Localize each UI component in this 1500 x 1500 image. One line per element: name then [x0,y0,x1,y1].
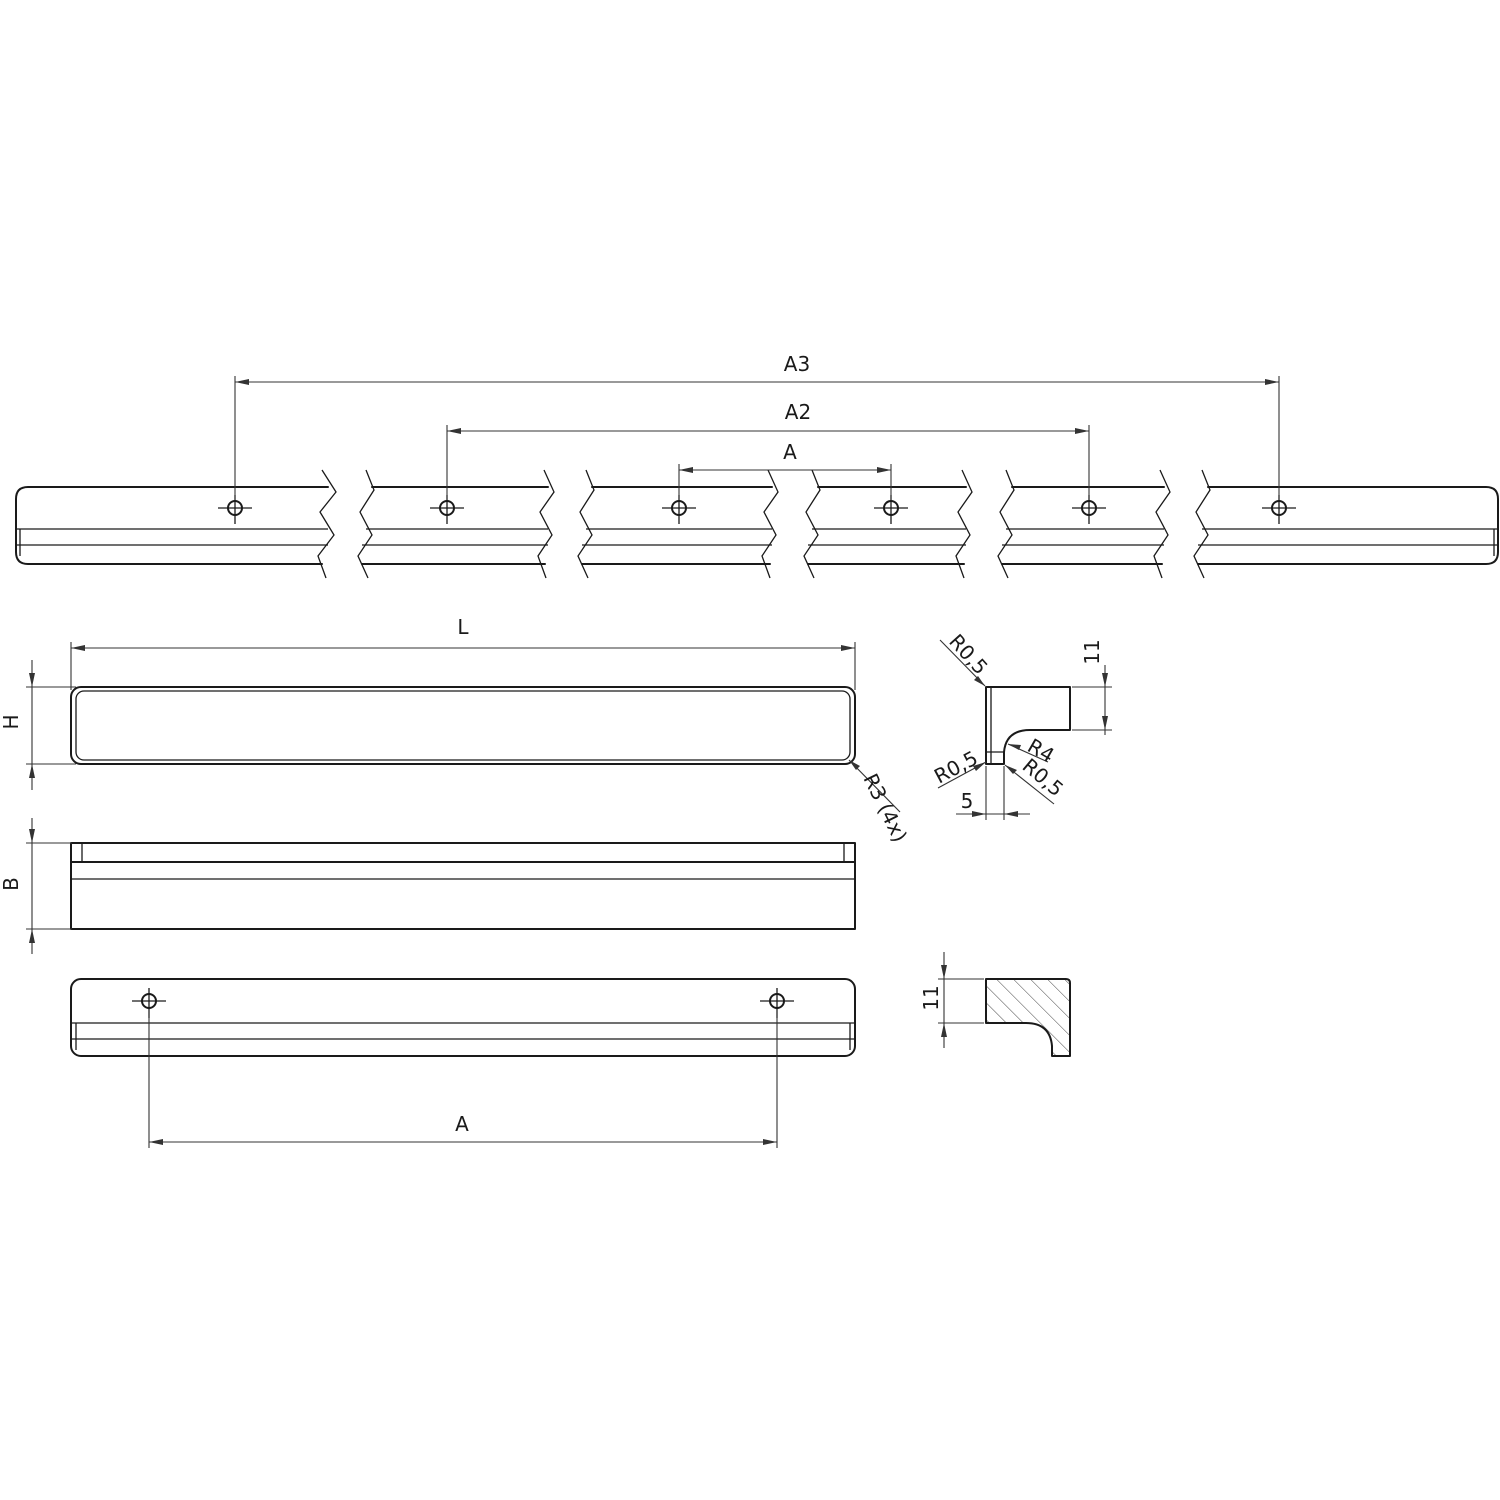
label-a2: A2 [785,400,811,424]
bottom-view: A [70,978,856,1148]
dimension-5: 5 [956,766,1030,820]
bar-segment-2 [357,469,555,579]
dimension-a-bottom: A [148,1010,778,1148]
long-bar-view: A3 A2 A [15,352,1499,579]
label-5: 5 [961,789,974,813]
label-r05-top: R0,5 [944,629,992,679]
radius-r05-top-callout: R0,5 [939,629,993,687]
label-b: B [0,877,23,891]
bar-segment-1 [15,469,337,579]
dimension-a2: A2 [446,400,1090,500]
bar-segment-4 [803,469,973,579]
dimension-a-top: A [678,440,892,500]
label-a-bottom: A [455,1112,469,1136]
label-l: L [457,615,469,639]
front-view: L H R3 (4x) [0,615,912,846]
dimension-11-profile: 11 [1072,639,1112,735]
label-r3: R3 (4x) [859,770,913,846]
dimension-l: L [70,615,856,690]
bar-segment-5 [997,469,1171,579]
label-r05-right: R0,5 [1018,753,1068,801]
dimension-h: H [0,660,76,790]
dimension-b: B [0,818,72,954]
side-view: B [0,818,856,954]
label-h: H [0,714,23,729]
dimension-a3: A3 [234,352,1280,500]
label-a-top: A [783,440,797,464]
radius-r05-right-callout: R0,5 [1004,753,1068,805]
section-detail: 11 [919,952,1071,1057]
bar-segment-3 [577,469,779,579]
hole-2 [430,495,464,524]
label-r05-left: R0,5 [930,746,982,789]
radius-r3-callout: R3 (4x) [848,759,913,846]
label-a3: A3 [784,352,810,376]
radius-r05-left-callout: R0,5 [930,746,987,789]
label-11-profile: 11 [1080,639,1104,664]
dimension-11-section: 11 [919,952,984,1048]
label-11-section: 11 [919,985,943,1010]
bar-segment-6 [1193,469,1499,579]
profile-detail: 11 5 R0,5 R4 R0,5 [930,629,1112,820]
